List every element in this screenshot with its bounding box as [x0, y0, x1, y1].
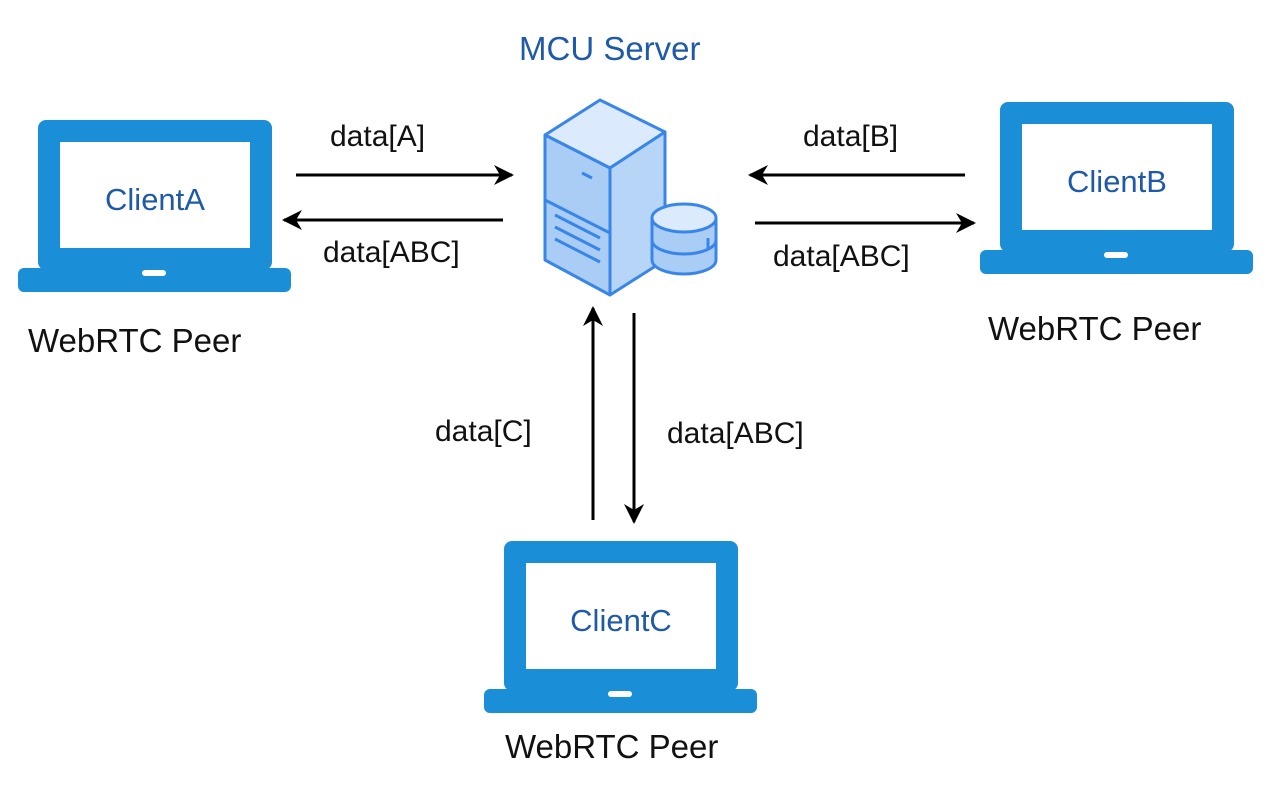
label-server-to-a: data[ABC] [323, 236, 460, 269]
laptop-screen: ClientC [504, 541, 738, 691]
client-a-role: WebRTC Peer [28, 322, 242, 359]
laptop-screen: ClientB [1000, 102, 1234, 252]
client-b-role: WebRTC Peer [988, 310, 1202, 347]
laptop-slot [142, 270, 166, 276]
label-server-to-c: data[ABC] [667, 417, 804, 450]
client-c-laptop: ClientC [484, 541, 757, 713]
client-c-role: WebRTC Peer [505, 728, 719, 765]
server-database-icon [543, 98, 718, 297]
server-title: MCU Server [519, 30, 701, 67]
client-c-label: ClientC [570, 603, 672, 638]
laptop-screen: ClientA [38, 120, 272, 270]
laptop-slot [608, 691, 632, 697]
laptop-slot [1104, 252, 1128, 258]
label-server-to-b: data[ABC] [773, 240, 910, 273]
label-b-to-server: data[B] [803, 120, 899, 153]
label-a-to-server: data[A] [330, 120, 426, 153]
client-a-label: ClientA [105, 182, 205, 217]
client-a-laptop: ClientA [18, 120, 291, 292]
client-b-laptop: ClientB [980, 102, 1253, 274]
label-c-to-server: data[C] [435, 415, 532, 448]
client-b-label: ClientB [1067, 164, 1167, 199]
